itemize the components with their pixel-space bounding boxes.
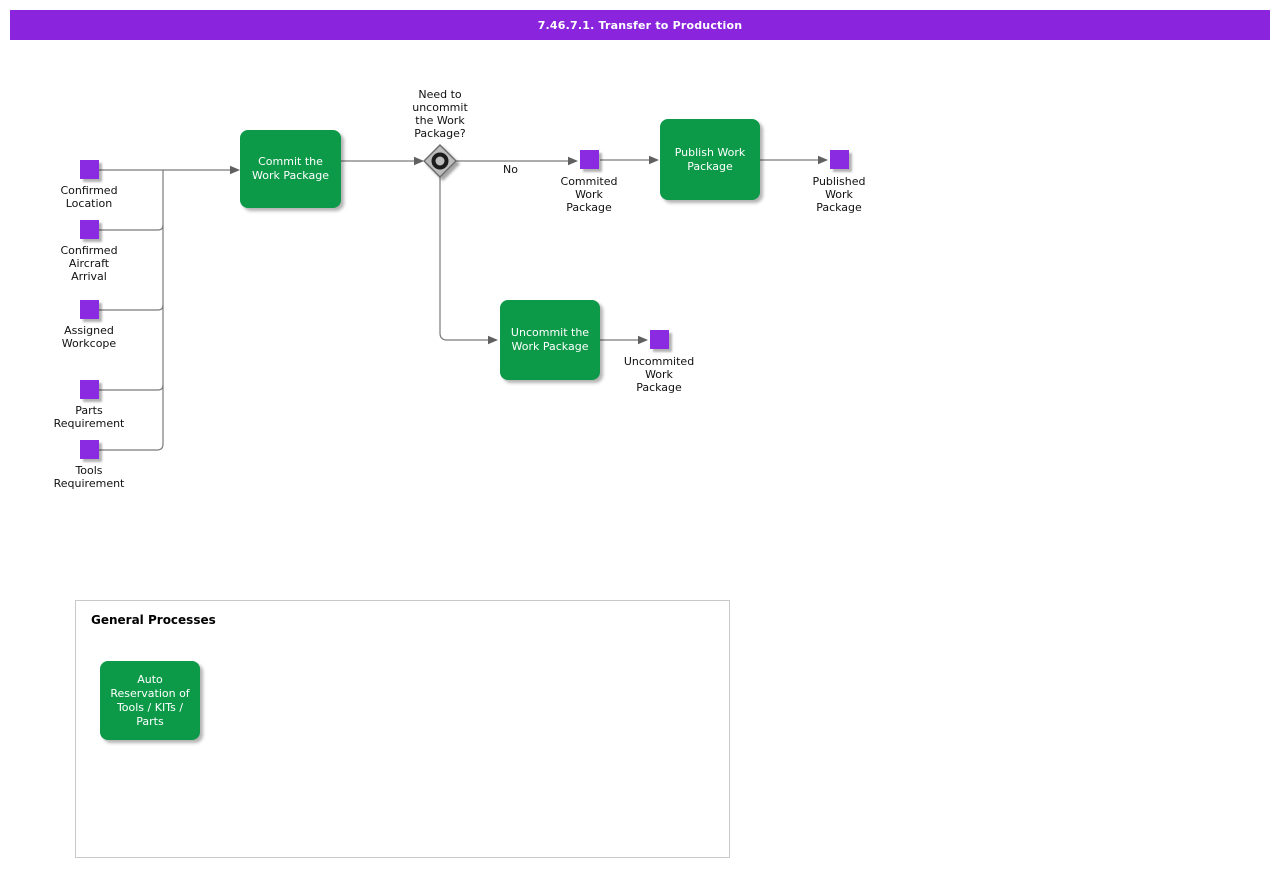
event-confirmed-aircraft-arrival-label: Confirmed Aircraft Arrival: [60, 244, 118, 283]
page-title: 7.46.7.1. Transfer to Production: [537, 18, 743, 32]
event-commited-work-package-label: Commited Work Package: [560, 175, 618, 214]
event-tools-requirement-label: Tools Requirement: [53, 464, 125, 490]
event-confirmed-aircraft-arrival[interactable]: [80, 220, 99, 239]
event-uncommited-work-package-label: Uncommited Work Package: [623, 355, 695, 394]
event-parts-requirement-label: Parts Requirement: [53, 404, 125, 430]
event-parts-requirement[interactable]: [80, 380, 99, 399]
decision-gateway[interactable]: [418, 139, 466, 187]
no-branch-label: No: [503, 163, 518, 176]
title-banner: 7.46.7.1. Transfer to Production: [10, 10, 1270, 40]
event-published-work-package-label: Published Work Package: [812, 175, 866, 214]
general-processes-panel: General Processes: [75, 600, 730, 858]
gateway-diamond-icon: [423, 144, 457, 178]
decision-question-label: Need to uncommit the Work Package?: [412, 88, 468, 140]
uncommit-work-package-task[interactable]: Uncommit the Work Package: [500, 300, 600, 380]
flow-connectors: [99, 159, 819, 451]
commit-work-package-task[interactable]: Commit the Work Package: [240, 130, 341, 208]
event-confirmed-location[interactable]: [80, 160, 99, 179]
publish-work-package-task[interactable]: Publish Work Package: [660, 119, 760, 200]
event-tools-requirement[interactable]: [80, 440, 99, 459]
auto-reservation-task[interactable]: Auto Reservation of Tools / KITs / Parts: [100, 661, 200, 740]
gateway-ring-icon: [431, 152, 449, 170]
event-uncommited-work-package[interactable]: [650, 330, 669, 349]
event-confirmed-location-label: Confirmed Location: [60, 184, 118, 210]
event-commited-work-package[interactable]: [580, 150, 599, 169]
event-published-work-package[interactable]: [830, 150, 849, 169]
general-processes-title: General Processes: [91, 613, 216, 627]
event-assigned-workcope[interactable]: [80, 300, 99, 319]
event-assigned-workcope-label: Assigned Workcope: [61, 324, 117, 350]
